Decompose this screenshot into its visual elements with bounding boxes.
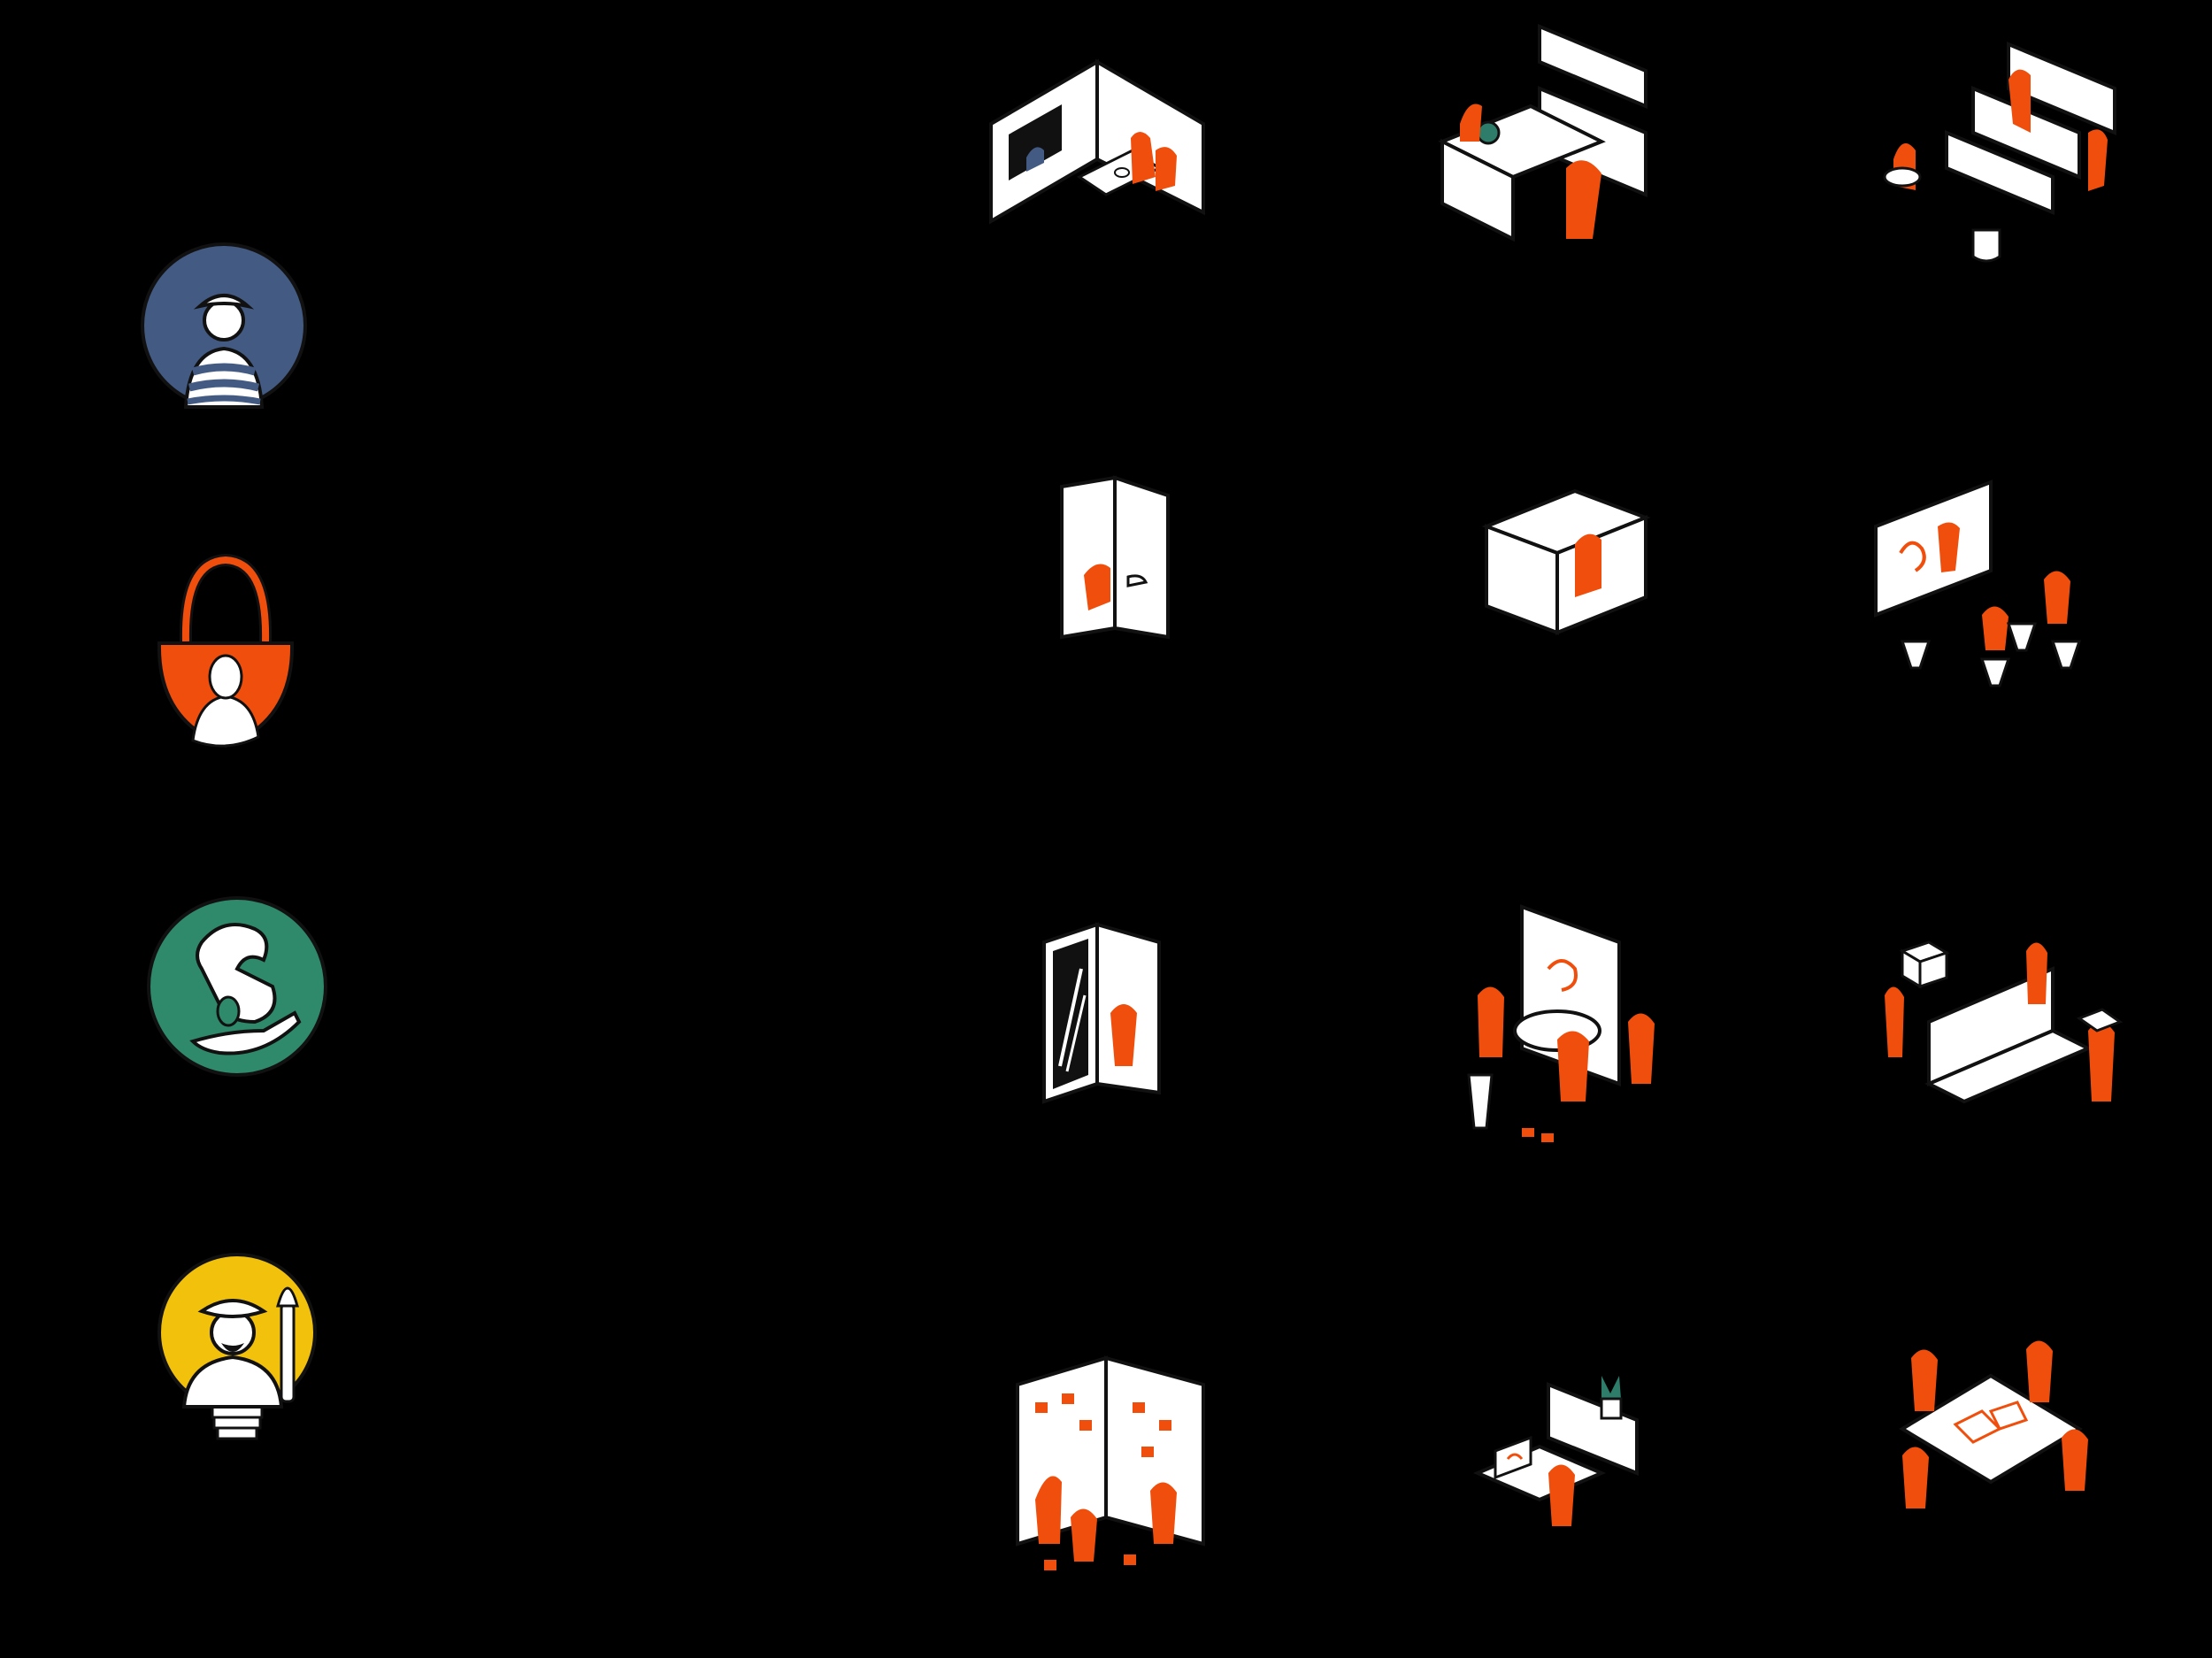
hand-holding-globe-icon (140, 889, 334, 1084)
padlock-person-icon (150, 544, 301, 756)
kitchen-counter-icon (1433, 18, 1663, 248)
tiered-seating-icon (1876, 35, 2124, 274)
glass-door-booth-icon (1035, 916, 1168, 1104)
presentation-wall-icon (1867, 473, 2097, 695)
striped-shirt-person-badge-icon (131, 239, 317, 416)
building-blocks-icon (1876, 933, 2132, 1128)
video-call-room-icon (982, 53, 1212, 239)
collaboration-table-icon (1885, 1332, 2097, 1526)
sticky-note-wall-icon (1009, 1349, 1212, 1579)
lightbulb-artist-icon (149, 1247, 326, 1451)
workstation-with-plant-icon (1469, 1367, 1663, 1535)
brainstorm-screen-icon (1460, 898, 1672, 1155)
focus-desk-booth-icon (1478, 482, 1655, 641)
phone-booth-icon (1053, 469, 1177, 646)
